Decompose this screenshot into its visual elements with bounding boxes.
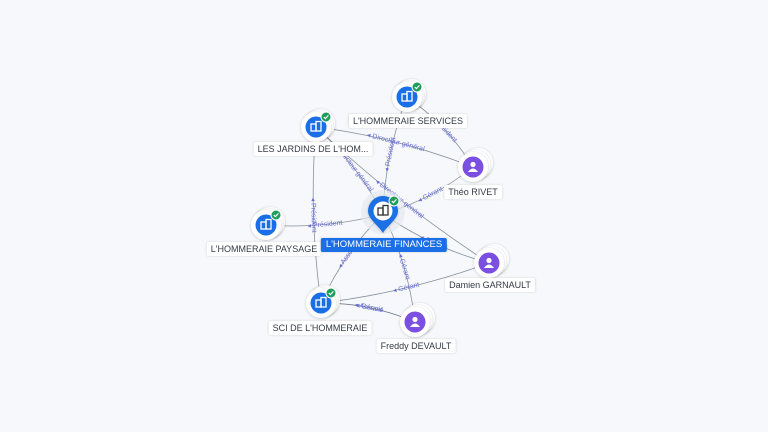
checkmark-shape [323, 114, 329, 120]
person-node-theo[interactable] [458, 148, 493, 182]
edge-label: ◂ Président [309, 198, 317, 233]
verified-icon [411, 81, 423, 93]
building-icon-shape [265, 218, 272, 230]
node-label-damien[interactable]: Damien GARNAULT [445, 278, 535, 292]
edge-label: ◂ Président [307, 220, 343, 230]
center-node-label[interactable]: L'HOMMERAIE FINANCES [320, 238, 448, 252]
node-label-freddy[interactable]: Freddy DEVAULT [376, 339, 456, 353]
person-node-freddy[interactable] [400, 303, 435, 337]
company-node-sci[interactable] [306, 285, 340, 318]
edge-label: ◂ Associé [354, 302, 384, 315]
node-label-sci[interactable]: SCI DE L'HOMMERAIE [268, 321, 372, 335]
edge-label: ◂ Gérant [392, 282, 420, 295]
building-icon-shape [382, 204, 389, 216]
building-icon-shape [315, 120, 322, 132]
node-label-jardins[interactable]: LES JARDINS DE L'HOM... [253, 142, 373, 156]
node-label-paysage[interactable]: L'HOMMERAIE PAYSAGE [206, 242, 322, 256]
graph-nodes [251, 79, 509, 337]
person-node-damien[interactable] [474, 244, 509, 278]
person-icon-head [470, 161, 476, 168]
node-label-theo[interactable]: Théo RIVET [444, 185, 502, 199]
person-icon-body [468, 168, 478, 172]
company-node-jardins[interactable] [301, 109, 335, 142]
center-node[interactable] [361, 190, 405, 234]
person-icon-head [486, 257, 492, 264]
company-node-paysage[interactable] [251, 207, 285, 240]
company-node-services[interactable] [392, 79, 426, 112]
relation-edge [315, 126, 474, 168]
building-icon-shape [406, 90, 413, 102]
person-icon-head [412, 316, 418, 323]
edge-label: ◂ Gérant [417, 186, 444, 205]
verified-icon [388, 195, 400, 207]
checkmark-shape [328, 290, 334, 296]
relation-edge [320, 262, 490, 304]
checkmark-shape [414, 84, 420, 90]
checkmark-shape [391, 198, 397, 204]
node-label-services[interactable]: L'HOMMERAIE SERVICES [348, 114, 468, 128]
person-icon-body [410, 323, 420, 327]
verified-icon [325, 287, 337, 299]
edge-label: ◂ Gérant [396, 253, 410, 281]
building-icon-shape [320, 296, 327, 308]
verified-icon [320, 111, 332, 123]
verified-icon [270, 209, 282, 221]
person-icon-body [484, 264, 494, 268]
checkmark-shape [273, 212, 279, 218]
